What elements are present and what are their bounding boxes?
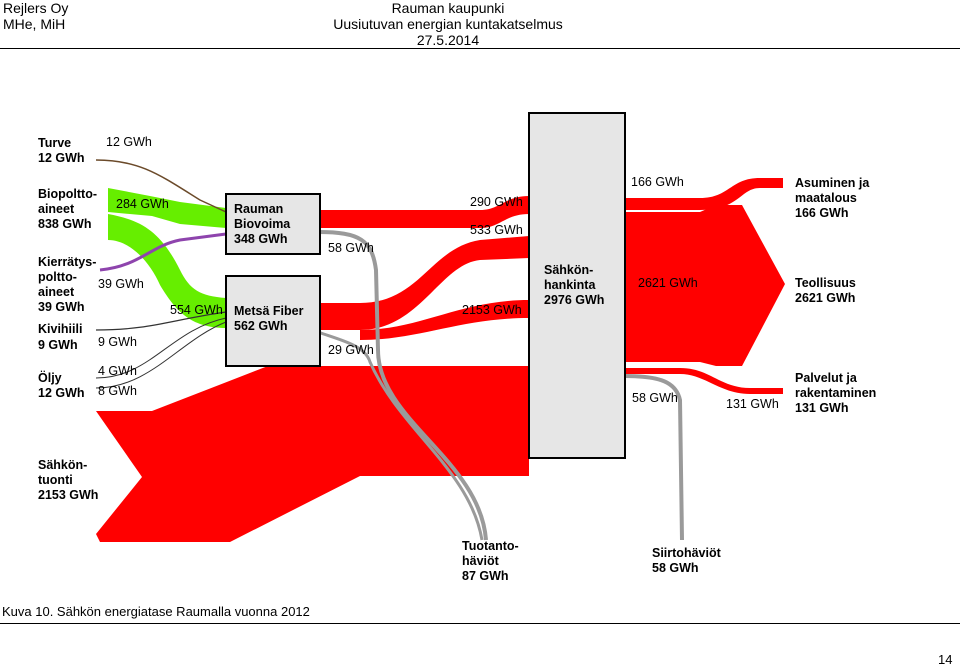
- flow-label-fiber-out: 533 GWh: [470, 223, 523, 237]
- node-biovoima: [225, 193, 321, 255]
- flow-asuminen: [625, 178, 783, 210]
- header-right: Rauman kaupunki Uusiutuvan energian kunt…: [300, 0, 596, 48]
- flow-label-asuminen: 166 GWh: [631, 175, 684, 189]
- header-rule: [0, 48, 960, 49]
- source-bio-label: Biopoltto- aineet 838 GWh: [38, 187, 101, 231]
- page-number: 14: [938, 652, 953, 667]
- loss-siirto-label: Siirtohäviöt 58 GWh: [652, 546, 724, 575]
- flow-label-palvelut: 131 GWh: [726, 397, 779, 411]
- flow-label-kivihiili: 9 GWh: [98, 335, 137, 349]
- source-kivihiili-label: Kivihiili 9 GWh: [38, 322, 86, 352]
- plant-fiber-label: Metsä Fiber 562 GWh: [234, 304, 307, 333]
- consumer-teollisuus-label: Teollisuus 2621 GWh: [795, 276, 859, 305]
- author-initials: MHe, MiH: [3, 16, 66, 32]
- flow-bio-to-fiber: [108, 214, 226, 328]
- company-name: Rejlers Oy: [3, 0, 69, 16]
- flow-label-siirto-loss: 58 GWh: [632, 391, 678, 405]
- node-fiber: [225, 275, 321, 367]
- source-turve-label: Turve 12 GWh: [38, 136, 85, 165]
- flow-tuonti: [96, 366, 530, 542]
- flow-oljy-b: [95, 321, 227, 389]
- flow-kivihiili: [95, 311, 227, 331]
- flow-import-join: [360, 300, 529, 340]
- node-hankinta: [528, 112, 626, 459]
- plant-biovoima-label: Rauman Biovoima 348 GWh: [234, 202, 294, 246]
- client-name: Rauman kaupunki: [391, 0, 505, 16]
- source-oljy-label: Öljy 12 GWh: [38, 370, 85, 400]
- flow-kierratys: [99, 232, 227, 272]
- flow-label-kierratys: 39 GWh: [98, 277, 144, 291]
- flow-siirto-loss: [624, 374, 684, 541]
- header-left: Rejlers Oy MHe, MiH: [3, 0, 68, 32]
- flow-turve: [95, 159, 227, 213]
- footer-rule: [0, 623, 960, 624]
- flow-label-biovoima-loss: 58 GWh: [328, 241, 374, 255]
- report-title: Uusiutuvan energian kuntakatselmus: [333, 16, 563, 32]
- consumer-asuminen-label: Asuminen ja maatalous 166 GWh: [795, 176, 873, 220]
- flow-label-tuonti-in: 2153 GWh: [462, 303, 522, 317]
- flow-oljy-a: [95, 317, 227, 379]
- source-tuonti-label: Sähkön- tuonti 2153 GWh: [38, 458, 98, 502]
- flow-label-fiber-loss: 29 GWh: [328, 343, 374, 357]
- plant-hankinta-label: Sähkön- hankinta 2976 GWh: [544, 263, 604, 307]
- flow-biovoima-out: [320, 196, 529, 228]
- report-date: 27.5.2014: [416, 32, 480, 48]
- flow-label-biovoima-out: 290 GWh: [470, 195, 523, 209]
- consumer-palvelut-label: Palvelut ja rakentaminen 131 GWh: [795, 371, 880, 415]
- flow-label-teollisuus: 2621 GWh: [638, 276, 698, 290]
- sankey-diagram: Turve 12 GWh Biopoltto- aineet 838 GWh K…: [38, 112, 880, 583]
- flow-label-bio-fiber: 554 GWh: [170, 303, 223, 317]
- flow-biovoima-loss: [317, 230, 488, 541]
- source-kierratys-label: Kierrätys- poltto- aineet 39 GWh: [38, 255, 100, 314]
- flow-palvelut: [625, 368, 783, 394]
- loss-tuotanto-label: Tuotanto- häviöt 87 GWh: [462, 539, 522, 583]
- flow-fiber-out: [320, 236, 529, 330]
- flow-fiber-loss: [317, 330, 484, 541]
- flow-label-bio-biovoima: 284 GWh: [116, 197, 169, 211]
- flow-label-turve: 12 GWh: [106, 135, 152, 149]
- flow-teollisuus: [625, 205, 785, 366]
- figure-caption: Kuva 10. Sähkön energiatase Raumalla vuo…: [2, 604, 310, 619]
- flow-bio-to-biovoima: [108, 188, 226, 228]
- flow-label-oljy-a: 4 GWh: [98, 364, 137, 378]
- flow-label-oljy-b: 8 GWh: [98, 384, 137, 398]
